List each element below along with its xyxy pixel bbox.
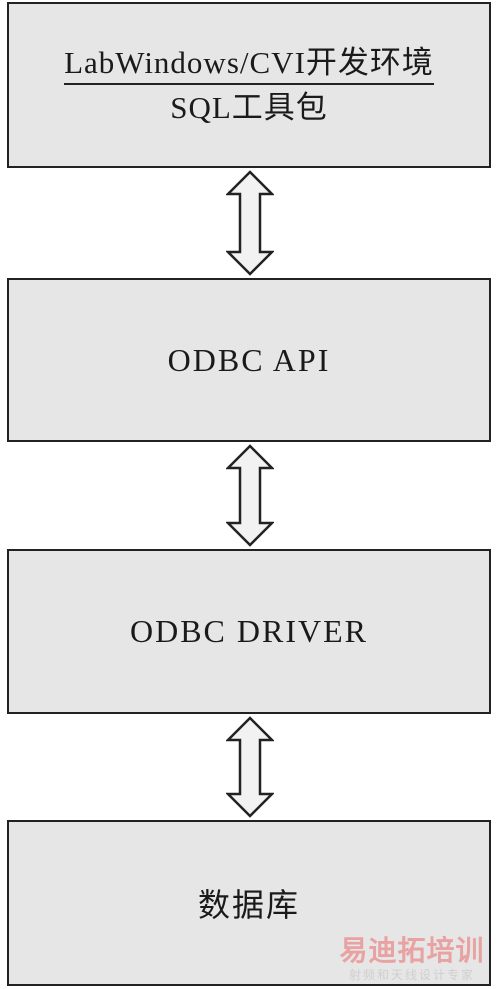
double-arrow-3 [226,716,274,818]
watermark-logo: 易迪拓培训 射频和天线设计专家 [332,935,492,985]
double-arrow-1 [226,170,274,276]
watermark-main-text: 易迪拓培训 [339,934,485,967]
box-odbc-driver: ODBC DRIVER [7,549,491,714]
box-labwindows-cvi: LabWindows/CVI开发环境 SQL工具包 [7,2,491,168]
watermark-sub-text: 射频和天线设计专家 [348,968,475,982]
box-labwindows-cvi-subtitle: SQL工具包 [170,89,328,125]
box-database: 数据库 [7,820,491,986]
box-odbc-api: ODBC API [7,278,491,442]
box-labwindows-cvi-title: LabWindows/CVI开发环境 [64,44,434,85]
box-odbc-api-label: ODBC API [167,341,331,378]
double-arrow-2 [226,444,274,547]
box-odbc-driver-label: ODBC DRIVER [129,613,368,649]
box-database-label: 数据库 [197,887,300,923]
